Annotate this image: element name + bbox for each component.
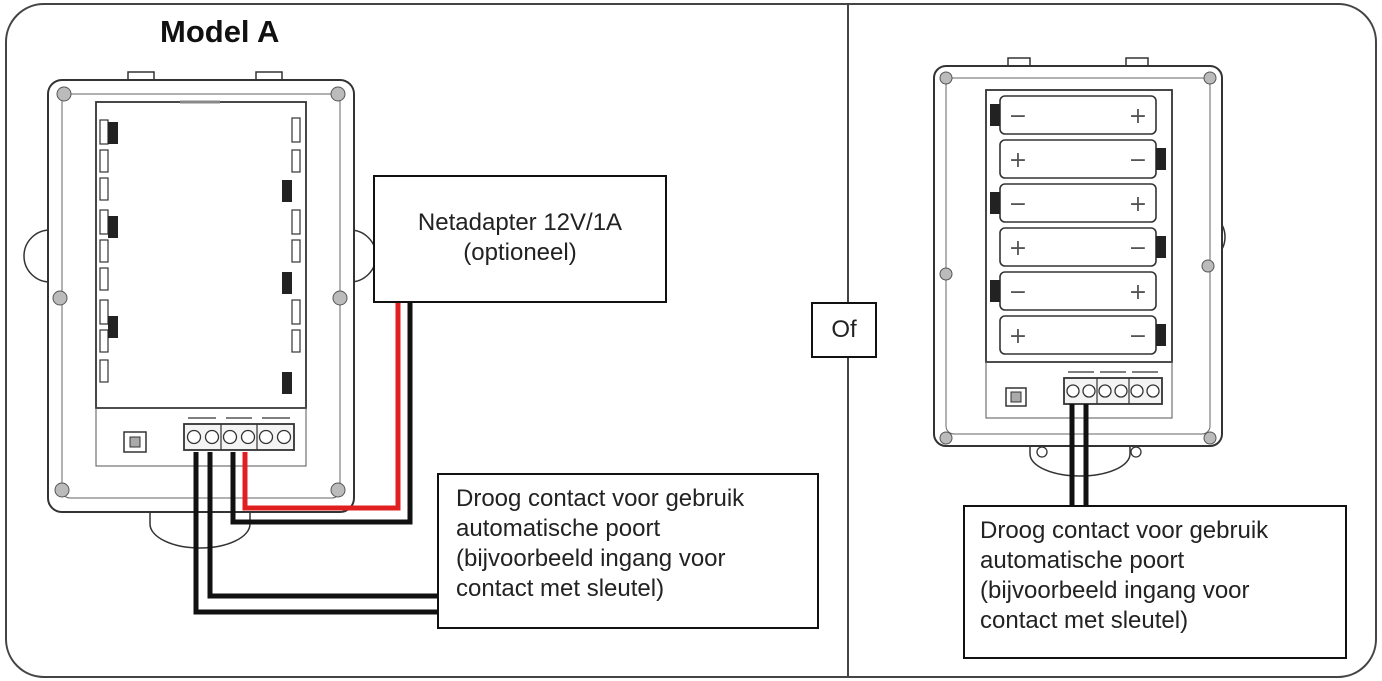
polarity-left-label: + bbox=[1009, 324, 1027, 349]
left-battery-contacts bbox=[99, 119, 109, 383]
polarity-left-label: − bbox=[1009, 280, 1027, 305]
left-dry-contact-label: Droog contact voor gebruik automatische … bbox=[456, 485, 745, 602]
spring-icon bbox=[1156, 148, 1166, 170]
power-adapter-label: Netadapter 12V/1A (optioneel) bbox=[417, 209, 623, 266]
contact-wire-2 bbox=[207, 452, 438, 599]
polarity-right-label: + bbox=[1129, 192, 1147, 217]
screw-icon bbox=[330, 482, 346, 498]
right-wires bbox=[1069, 404, 1089, 506]
polarity-left-label: − bbox=[1009, 192, 1027, 217]
left-dry-contact-box bbox=[437, 473, 819, 629]
power-negative-wire bbox=[230, 302, 413, 525]
or-box bbox=[811, 302, 877, 358]
screw-icon bbox=[52, 290, 68, 306]
right-dry-contact-label: Droog contact voor gebruik automatische … bbox=[980, 517, 1269, 634]
right-terminal-block bbox=[1063, 377, 1163, 405]
screw-icon bbox=[56, 86, 72, 102]
screw-icon bbox=[1203, 431, 1217, 445]
spring-icon bbox=[990, 280, 1000, 302]
screw-icon bbox=[332, 290, 348, 306]
polarity-right-label: + bbox=[1129, 280, 1147, 305]
power-adapter-box bbox=[373, 175, 667, 303]
left-device bbox=[23, 71, 377, 549]
spring-icon bbox=[282, 180, 292, 394]
polarity-left-label: + bbox=[1009, 236, 1027, 261]
polarity-right-label: + bbox=[1129, 104, 1147, 129]
power-positive-wire bbox=[242, 302, 401, 511]
polarity-left-label: − bbox=[1009, 104, 1027, 129]
screw-icon bbox=[939, 431, 953, 445]
screw-icon bbox=[330, 86, 346, 102]
polarity-right-label: − bbox=[1129, 324, 1147, 349]
or-label: Of bbox=[831, 316, 857, 343]
screw-icon bbox=[1201, 259, 1215, 273]
battery-compartment-empty bbox=[95, 101, 307, 409]
battery-cells: − + + − − + + − − + + − bbox=[990, 95, 1166, 355]
spring-icon bbox=[990, 104, 1000, 126]
screw-icon bbox=[1203, 71, 1217, 85]
right-dry-contact-box bbox=[963, 505, 1347, 659]
spring-icon bbox=[1156, 236, 1166, 258]
screw-icon bbox=[54, 482, 70, 498]
model-title: Model A bbox=[160, 14, 280, 49]
right-device: − + + − − + + − − + + − bbox=[933, 57, 1226, 477]
terminal-screw-icons bbox=[186, 429, 292, 445]
screw-icon bbox=[939, 267, 953, 281]
contact-wire-1 bbox=[193, 452, 438, 615]
spring-icon bbox=[1156, 324, 1166, 346]
polarity-right-label: − bbox=[1129, 236, 1147, 261]
polarity-right-label: − bbox=[1129, 148, 1147, 173]
terminal-screw-icons bbox=[1066, 384, 1160, 398]
screw-icon bbox=[939, 71, 953, 85]
spring-icon bbox=[108, 122, 118, 338]
left-terminal-block bbox=[183, 423, 295, 451]
left-wires bbox=[193, 302, 438, 615]
polarity-left-label: + bbox=[1009, 148, 1027, 173]
right-battery-contacts bbox=[291, 117, 301, 353]
spring-icon bbox=[990, 192, 1000, 214]
